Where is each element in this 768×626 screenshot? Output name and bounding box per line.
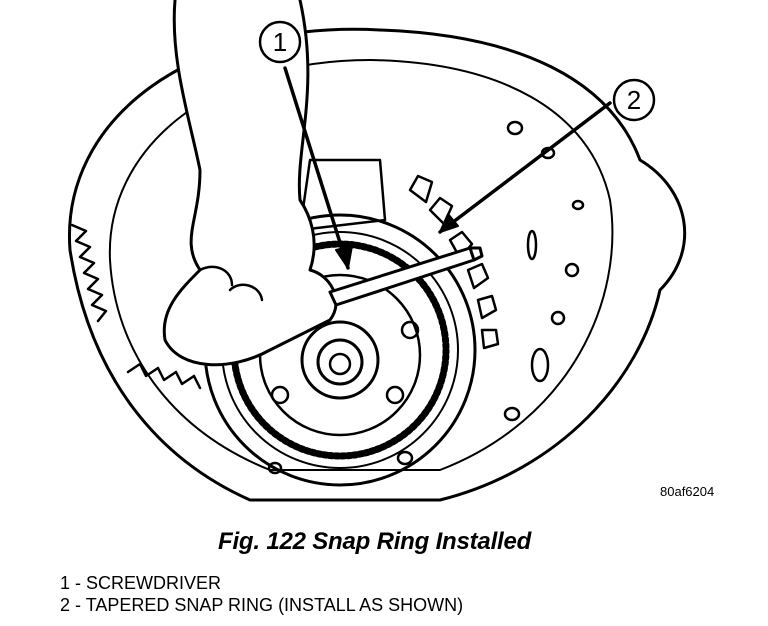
legend-item: 1 - SCREWDRIVER (60, 573, 222, 593)
callout-2-number: 2 (627, 85, 641, 115)
callout-1-number: 1 (273, 27, 287, 57)
hub-inner (300, 320, 380, 400)
callout-2-circle (612, 78, 656, 122)
callout-1-leader (283, 66, 350, 270)
legend-item-text: SCREWDRIVER (86, 573, 222, 593)
callout-2-arrowhead (439, 213, 459, 233)
hand-outline (162, 0, 338, 367)
housing-outline (67, 27, 687, 502)
housing-inner-rim (108, 59, 614, 471)
figure-legend: 1 - SCREWDRIVER 2 - TAPERED SNAP RING (I… (60, 572, 463, 616)
callout-2-leader (438, 101, 612, 234)
hand-knuckle (198, 265, 264, 302)
figure-reference-code: 80af6204 (660, 484, 715, 499)
shaft-core (328, 352, 352, 376)
callout-1-arrowhead (335, 245, 353, 269)
callout-1-circle (258, 20, 302, 64)
hub-hole (385, 385, 405, 405)
legend-item-text: TAPERED SNAP RING (INSTALL AS SHOWN) (85, 595, 464, 615)
legend-item-number: 2 (60, 595, 71, 615)
left-gear-teeth (70, 223, 108, 323)
figure-caption: Fig. 122 Snap Ring Installed (218, 528, 532, 555)
shaft-bore (316, 338, 364, 386)
screwdriver-tip (468, 246, 484, 262)
transmission-illustration: 1 2 (67, 0, 687, 502)
legend-item: 2 - TAPERED SNAP RING (INSTALL AS SHOWN) (60, 595, 464, 615)
hub-hole (400, 320, 420, 340)
legend-item-number: 1 (60, 573, 71, 593)
lower-gear-teeth (126, 362, 202, 390)
hub-hole (270, 385, 290, 405)
